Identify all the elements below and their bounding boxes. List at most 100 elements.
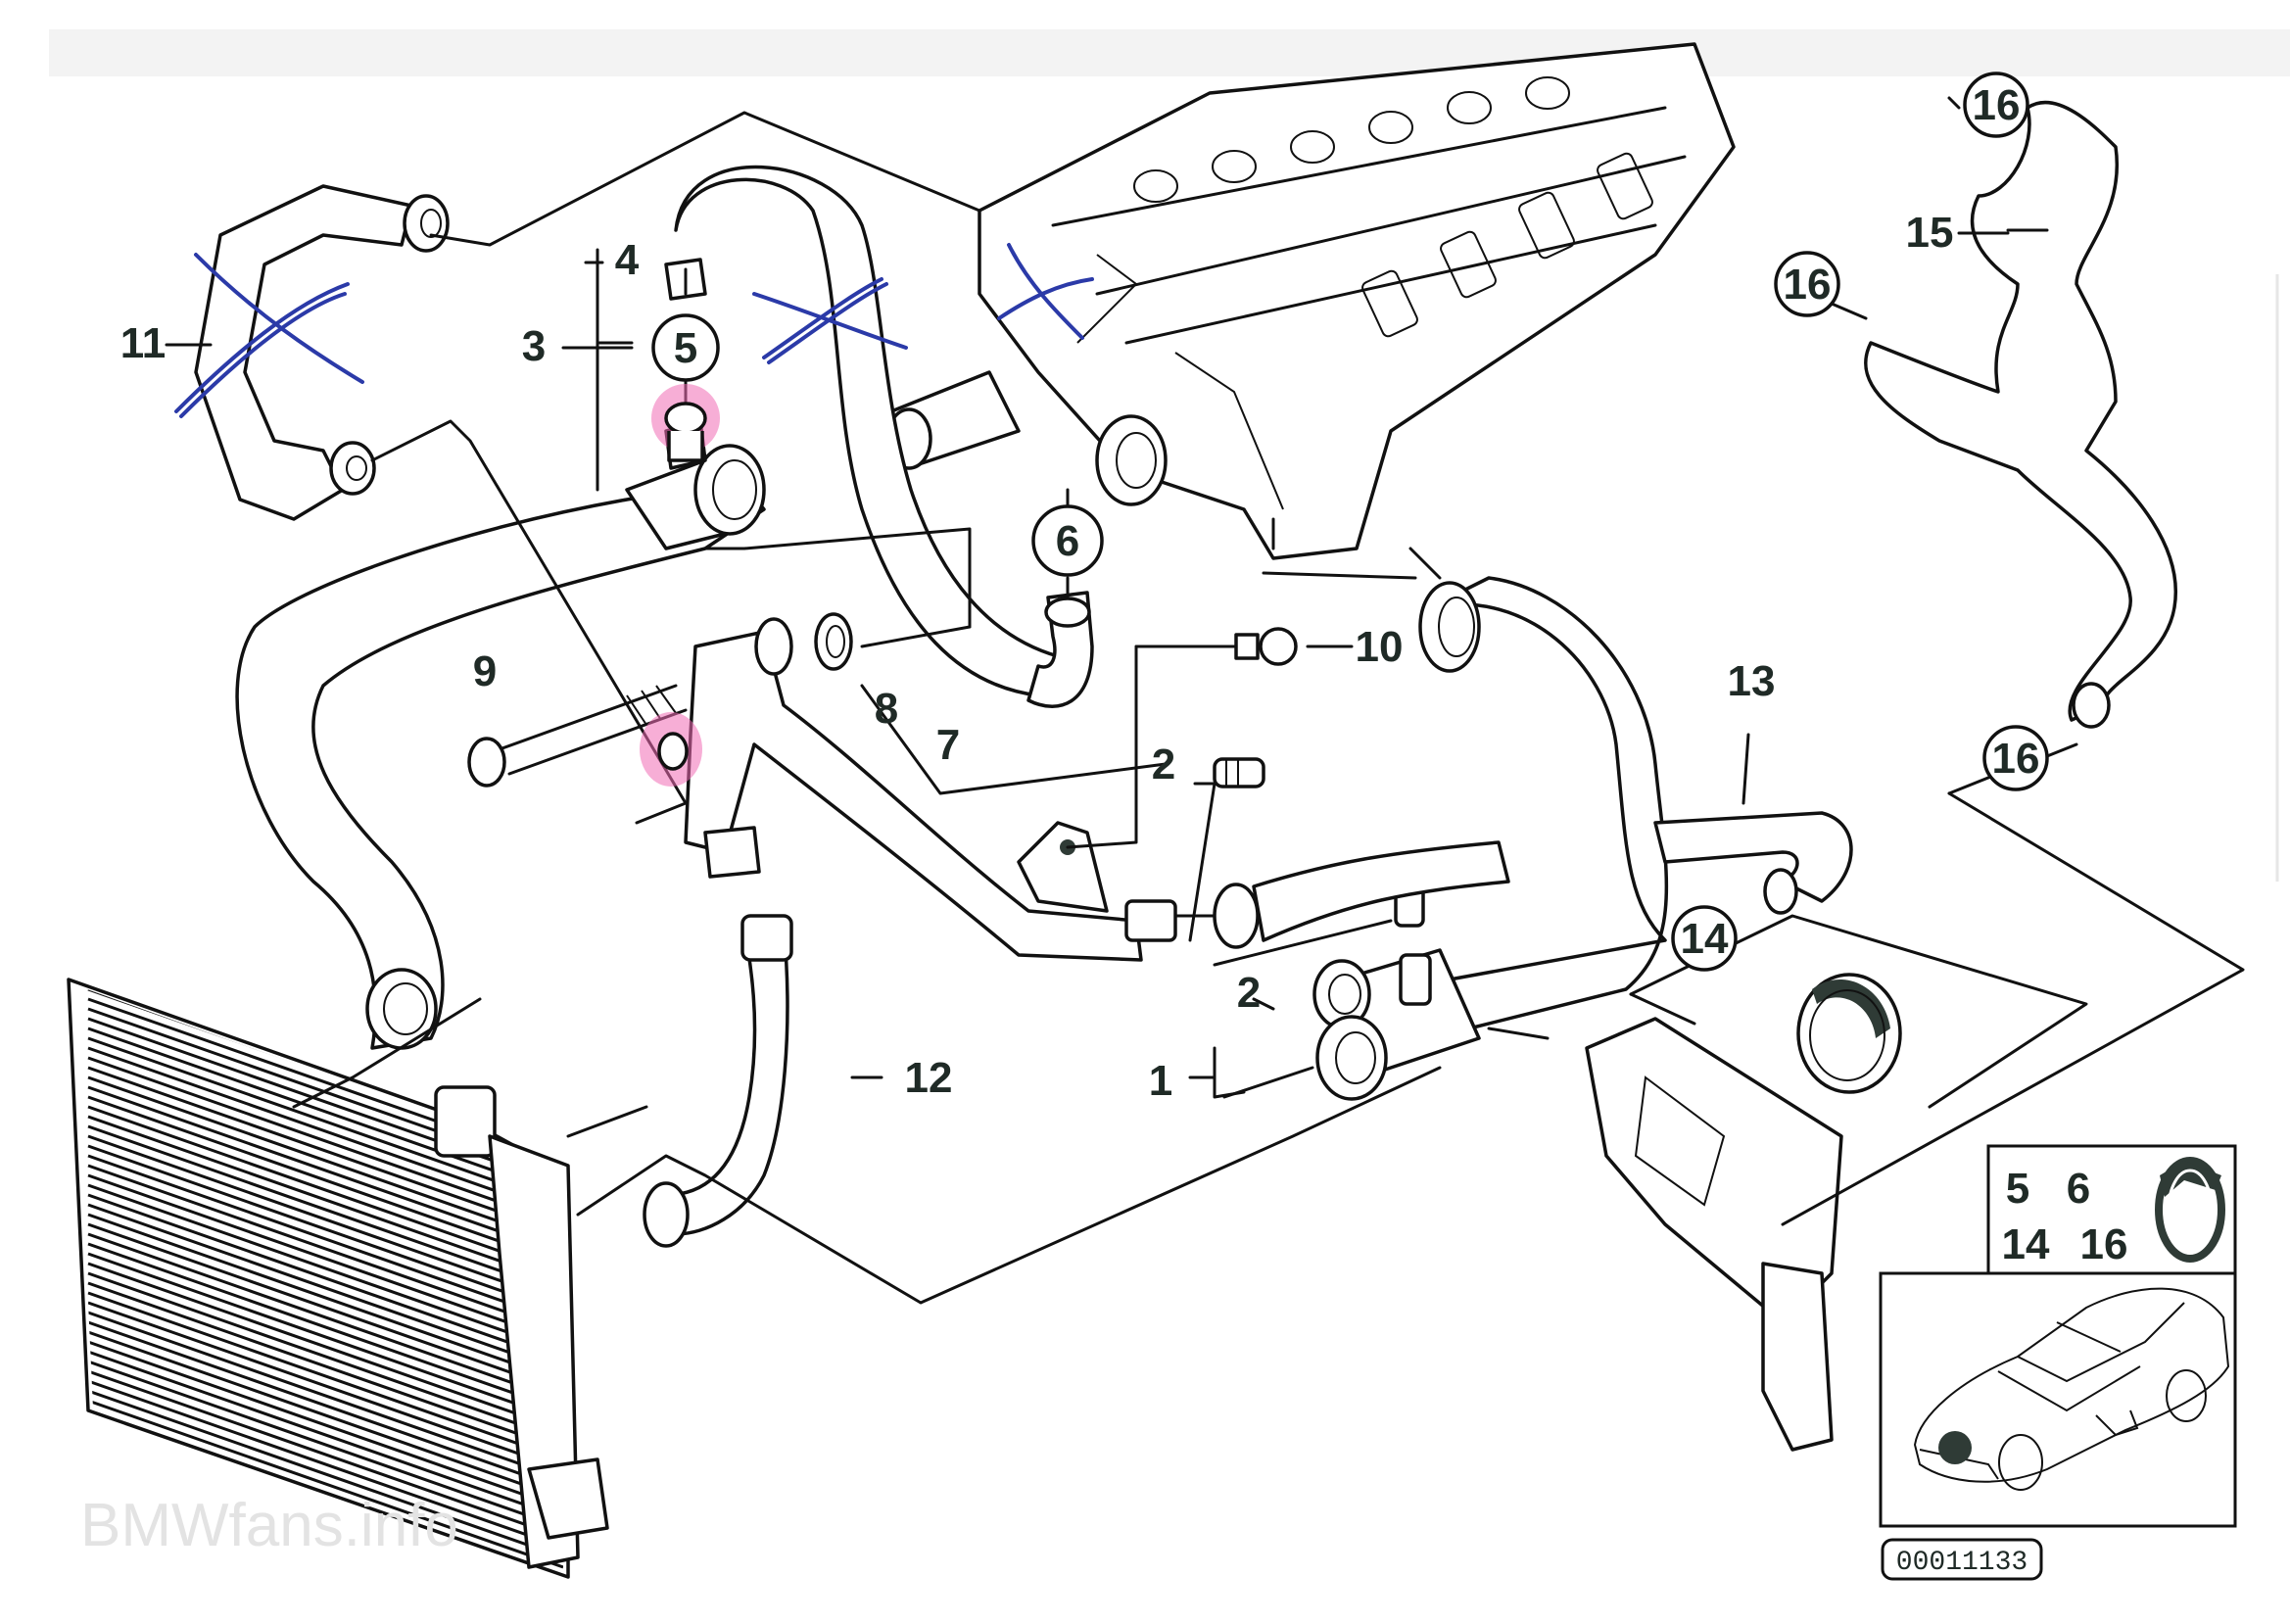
callout-label-12: 12 xyxy=(905,1054,953,1102)
callout-label-6: 6 xyxy=(1056,517,1079,565)
diagram-number-badge: 00011133 xyxy=(1881,1538,2043,1581)
radiator-fin xyxy=(87,1262,563,1432)
hose-11 xyxy=(194,184,450,521)
hose-6-pipe xyxy=(1026,591,1094,708)
radiator-fin xyxy=(87,1075,563,1246)
callout-label-16-bottom: 16 xyxy=(1992,735,2040,783)
radiator-fin xyxy=(87,1222,563,1393)
callout-label-8: 8 xyxy=(875,685,898,733)
radiator-fin xyxy=(87,1242,563,1412)
radiator-fin xyxy=(87,1281,563,1452)
radiator-fin xyxy=(87,1173,563,1344)
radiator-fin xyxy=(87,1095,563,1266)
callout-label-11: 11 xyxy=(120,319,167,367)
radiator-fin xyxy=(87,1046,563,1217)
callout-label-2-upper: 2 xyxy=(1152,740,1175,788)
sealing-ring-8 xyxy=(814,612,853,671)
legend-item-16: 16 xyxy=(2080,1220,2128,1268)
locator-marker xyxy=(1938,1431,1972,1464)
hose-13-main xyxy=(1408,576,1853,1030)
callout-circle-16-bottom xyxy=(1982,725,2049,791)
radiator-fin xyxy=(87,1203,563,1373)
radiator-fin xyxy=(87,1144,563,1314)
bleeder-screw-2-upper xyxy=(1213,757,1265,788)
callout-label-15: 15 xyxy=(1906,209,1954,257)
hose-3 xyxy=(235,419,766,1050)
callout-labels: 1 2 2 3 4 5 6 7 8 9 10 11 12 13 14 15 16… xyxy=(120,81,2040,1105)
callout-label-3: 3 xyxy=(522,322,546,370)
radiator-fin xyxy=(87,1154,563,1324)
cross-out-mark-11 xyxy=(174,253,364,418)
callout-circle-5 xyxy=(651,313,720,382)
radiator-fin xyxy=(87,1164,563,1334)
radiator-fin xyxy=(87,1301,563,1471)
hose-clamp-icon xyxy=(2155,1157,2225,1263)
callout-label-13: 13 xyxy=(1728,657,1776,705)
radiator-fin xyxy=(87,1271,563,1442)
radiator-fin xyxy=(87,1330,563,1501)
hose-15 xyxy=(1864,100,2177,729)
callout-circle-6 xyxy=(1031,504,1104,577)
radiator-fin xyxy=(87,1369,563,1540)
thermostat-pipe-7 xyxy=(684,617,1177,962)
callout-circle-14 xyxy=(1671,905,1738,972)
callout-label-16-top: 16 xyxy=(1973,81,2021,129)
callout-circles xyxy=(651,72,2049,972)
callout-label-16-middle: 16 xyxy=(1784,261,1832,309)
callout-label-7: 7 xyxy=(936,721,960,769)
radiator-fin xyxy=(87,1115,563,1285)
radiator-fin xyxy=(87,1213,563,1383)
radiator-fin xyxy=(87,1360,563,1530)
callout-label-5: 5 xyxy=(674,324,697,372)
radiator-fin xyxy=(87,1193,563,1363)
radiator-fin xyxy=(87,1134,563,1305)
radiator-fin xyxy=(87,1183,563,1354)
legend-box: 5 6 14 16 xyxy=(1986,1144,2237,1275)
callout-label-14: 14 xyxy=(1681,915,1729,963)
callout-label-1: 1 xyxy=(1149,1057,1172,1105)
screw-plug-10 xyxy=(1234,627,1298,666)
label-dashes xyxy=(165,231,2010,1079)
connector-1 xyxy=(1312,884,1481,1101)
callout-label-9: 9 xyxy=(473,647,497,695)
annotations xyxy=(174,243,1094,787)
pipe-outlet xyxy=(657,732,689,771)
locator-box xyxy=(1879,1271,2237,1528)
radiator-fin xyxy=(87,1056,563,1226)
radiator-fin xyxy=(87,1036,563,1207)
radiator-fin xyxy=(87,1252,563,1422)
radiator-fin xyxy=(87,1379,563,1550)
legend-item-14: 14 xyxy=(2002,1220,2050,1268)
radiator-fin xyxy=(87,1105,563,1275)
radiator-fin xyxy=(87,1350,563,1520)
radiator-fin xyxy=(87,1320,563,1491)
hose-12 xyxy=(643,914,793,1248)
callout-circle-16-top xyxy=(1963,72,2029,138)
legend-item-6: 6 xyxy=(2067,1165,2090,1213)
callout-label-2-lower: 2 xyxy=(1237,969,1261,1017)
callout-circle-16-middle xyxy=(1774,251,1840,317)
radiator-fin xyxy=(87,1340,563,1510)
radiator-fin xyxy=(87,1399,563,1569)
radiator-fin xyxy=(87,1085,563,1256)
hose-13-clamp xyxy=(1213,840,1510,949)
throttle-body xyxy=(1585,973,1902,1452)
clamp-body-below-5 xyxy=(667,431,704,462)
radiator-fin xyxy=(87,1232,563,1403)
watermark: BMWfans.info xyxy=(80,1492,458,1559)
scan-shading xyxy=(49,29,2290,76)
car-locator-icon xyxy=(1913,1287,2230,1491)
legend-item-5: 5 xyxy=(2006,1165,2029,1213)
callout-label-4: 4 xyxy=(615,236,640,284)
radiator-fin xyxy=(87,1311,563,1481)
callout-label-10: 10 xyxy=(1356,623,1404,671)
radiator-fin xyxy=(87,1066,563,1236)
radiator-fin xyxy=(87,1124,563,1295)
cylinder-head xyxy=(885,42,1736,560)
cross-out-mark-thermostat xyxy=(997,243,1094,340)
radiator-fin xyxy=(87,1027,563,1197)
radiator-fin xyxy=(87,1291,563,1461)
clamp-below-5 xyxy=(664,402,707,435)
